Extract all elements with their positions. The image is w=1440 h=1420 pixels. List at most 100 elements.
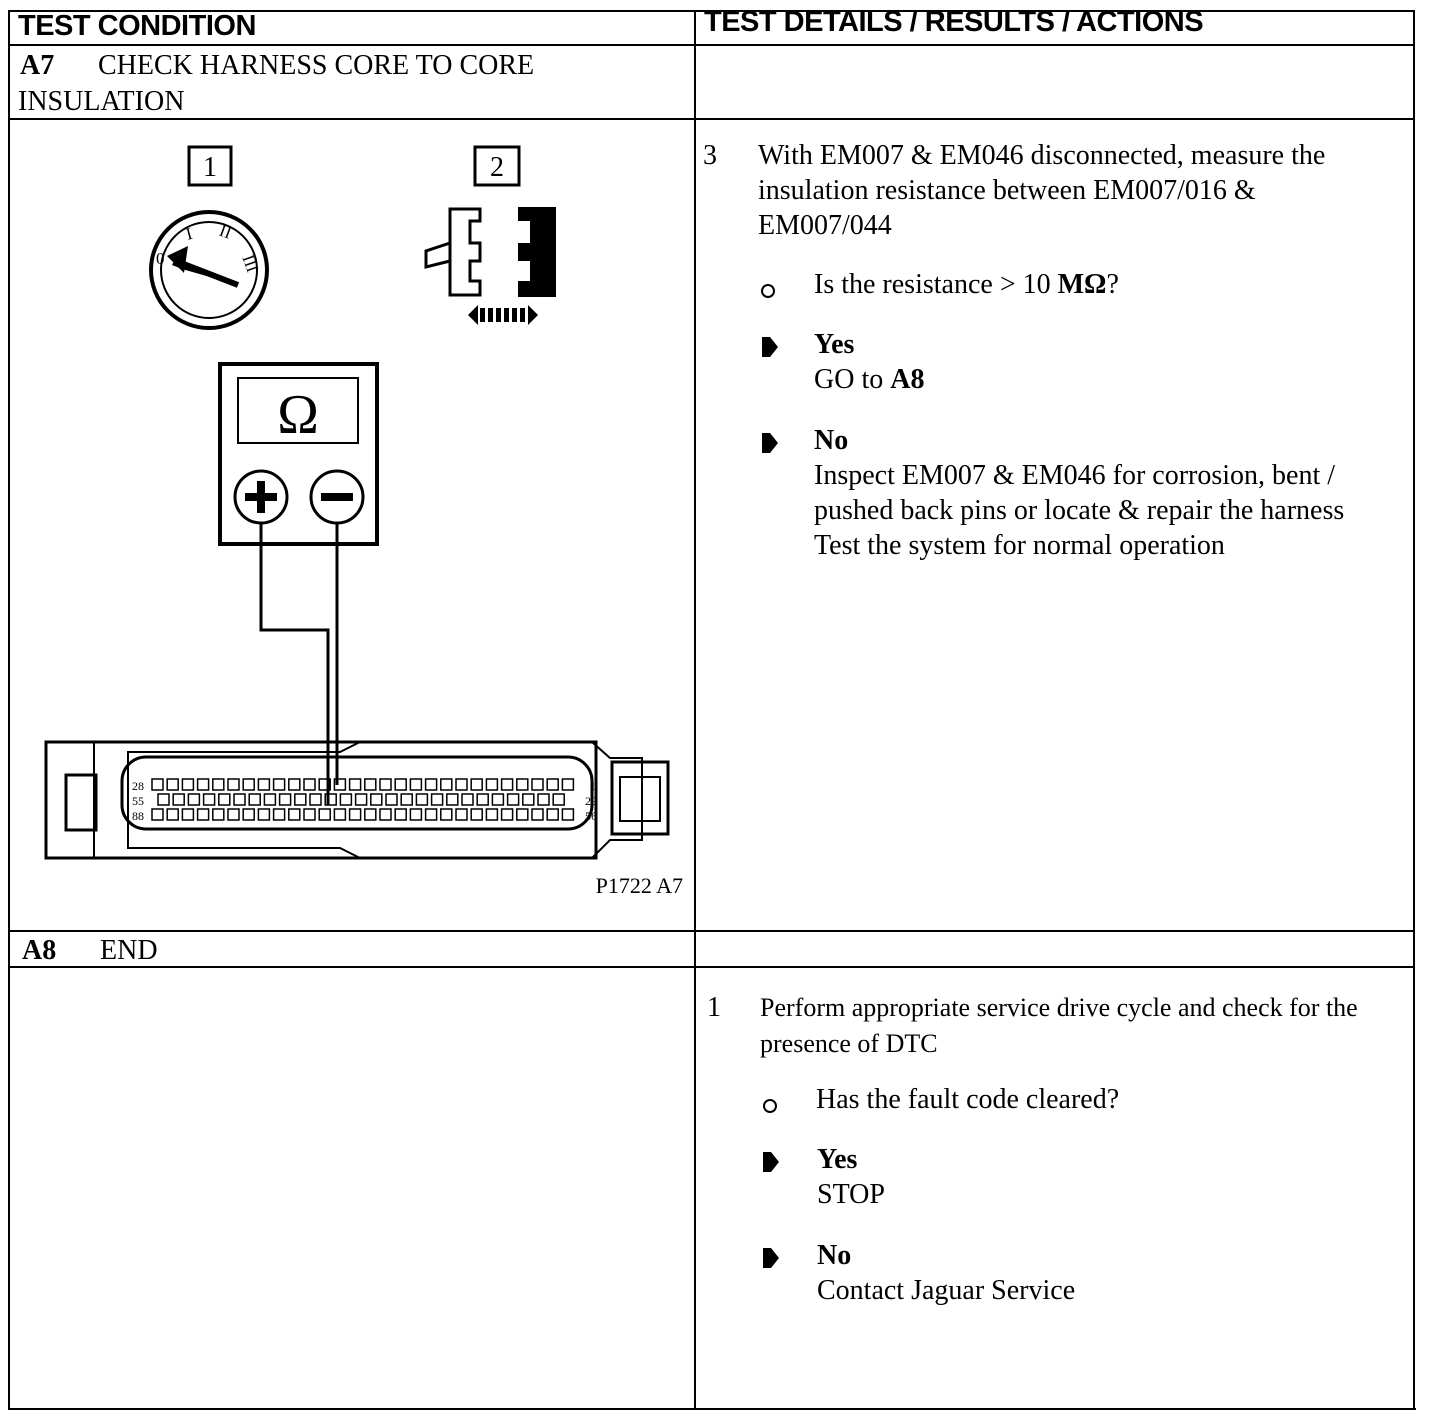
arrow-bullet-icon [763, 1248, 779, 1268]
connector-pin [455, 778, 468, 791]
ohmmeter-icon: Ω [218, 362, 379, 805]
connector-pin [364, 808, 377, 821]
a7-step-line1: With EM007 & EM046 disconnected, measure… [758, 140, 1326, 171]
a7-body-bottom-border [8, 930, 1414, 932]
connector-pin [424, 808, 438, 821]
connector-pin [166, 808, 179, 821]
connector-pin [348, 808, 362, 821]
connector-pin [370, 793, 383, 806]
connector-pin [476, 793, 489, 806]
table-right-border [1413, 10, 1415, 1410]
connector-pin [470, 808, 483, 821]
pin-rows [151, 778, 575, 821]
connector-pin [151, 808, 164, 821]
connector-pin [333, 778, 347, 791]
connector-pin [294, 793, 307, 806]
connector-pin [561, 808, 575, 821]
ignition-pos-1: I [184, 224, 195, 244]
ecu-connector-icon: 28 55 88 1 29 56 [44, 740, 670, 860]
connector-pin [516, 808, 529, 821]
connector-pin [257, 808, 271, 821]
connector-pin [181, 808, 195, 821]
connector-pin [242, 778, 255, 791]
connector-pin [552, 793, 565, 806]
a8-step-number: 1 [707, 992, 721, 1023]
connector-pin [537, 793, 550, 806]
connector-pin [516, 778, 529, 791]
figure-caption: P1722 A7 [596, 873, 683, 898]
a7-question-unit: MΩ [1057, 269, 1107, 300]
column-divider [694, 10, 696, 1410]
connector-pin [500, 808, 514, 821]
connector-pin [303, 808, 316, 821]
a8-step-line2: presence of DTC [760, 1029, 938, 1058]
connector-pin [242, 808, 255, 821]
connector-pin [227, 778, 240, 791]
a7-no-line1: Inspect EM007 & EM046 for corrosion, ben… [814, 460, 1336, 491]
connector-pin [500, 778, 514, 791]
a8-yes-label: Yes [817, 1144, 858, 1175]
a8-yes-action: STOP [817, 1179, 885, 1210]
connector-pin [181, 778, 195, 791]
connector-pin [470, 778, 483, 791]
a7-step-line3: EM007/044 [758, 210, 892, 241]
header-test-condition: TEST CONDITION [18, 10, 256, 42]
connector-pin [440, 808, 453, 821]
connector-pin [379, 778, 392, 791]
connector-pin [409, 808, 423, 821]
a7-title-bottom-border [8, 118, 1414, 120]
table-bottom-border [8, 1408, 1416, 1410]
connector-pin [288, 778, 301, 791]
connector-pin [491, 793, 505, 806]
arrow-bullet-icon [762, 433, 778, 453]
connector-pin [212, 778, 225, 791]
connector-pin [196, 808, 210, 821]
connector-pin [272, 778, 286, 791]
connector-pin [385, 793, 398, 806]
connector-pin [324, 793, 337, 806]
a7-yes-label: Yes [814, 329, 855, 360]
a7-no-line3: Test the system for normal operation [814, 530, 1225, 561]
connector-pin [202, 793, 216, 806]
connector-pin [257, 778, 271, 791]
connector-pin [485, 808, 499, 821]
connector-pin [455, 808, 468, 821]
a7-code: A7 [20, 50, 55, 81]
a8-question: Has the fault code cleared? [816, 1084, 1120, 1115]
connector-pin [303, 778, 316, 791]
connector-pin [151, 778, 164, 791]
connector-pin [415, 793, 429, 806]
a7-title-line2: INSULATION [18, 86, 185, 117]
a8-step-line1: Perform appropriate service drive cycle … [760, 993, 1358, 1022]
a7-question-end: ? [1106, 269, 1119, 300]
a7-step-number: 3 [703, 140, 717, 171]
connector-pin [348, 778, 362, 791]
a7-no-line2: pushed back pins or locate & repair the … [814, 495, 1345, 526]
connector-pin [233, 793, 246, 806]
ignition-pos-3: III [239, 252, 263, 275]
a7-question-text: Is the resistance > 10 [814, 269, 1058, 300]
connector-pin [187, 793, 201, 806]
connector-pin [263, 793, 277, 806]
step-box-2: 2 [473, 145, 521, 187]
a7-no-label: No [814, 425, 849, 456]
a7-yes-action-target: A8 [890, 364, 925, 395]
a7-yes-action-text: GO to [814, 364, 891, 395]
circle-bullet-icon [761, 284, 775, 298]
table-left-border [8, 10, 10, 1410]
connector-pin [394, 778, 407, 791]
connector-pin [278, 793, 292, 806]
pin-label-56: 56 [585, 809, 597, 823]
step-box-1: 1 [187, 145, 233, 187]
pin-label-88: 88 [132, 809, 144, 823]
connector-pin [430, 793, 444, 806]
ignition-pos-0: 0 [156, 249, 165, 268]
a8-no-action: Contact Jaguar Service [817, 1275, 1076, 1306]
connector-pin [440, 778, 453, 791]
a7-title-line1: CHECK HARNESS CORE TO CORE [98, 50, 535, 81]
connector-pin [546, 778, 559, 791]
a7-figure: 1 2 0 I II III [44, 145, 683, 898]
connector-pin [522, 793, 535, 806]
a8-no-label: No [817, 1240, 852, 1271]
